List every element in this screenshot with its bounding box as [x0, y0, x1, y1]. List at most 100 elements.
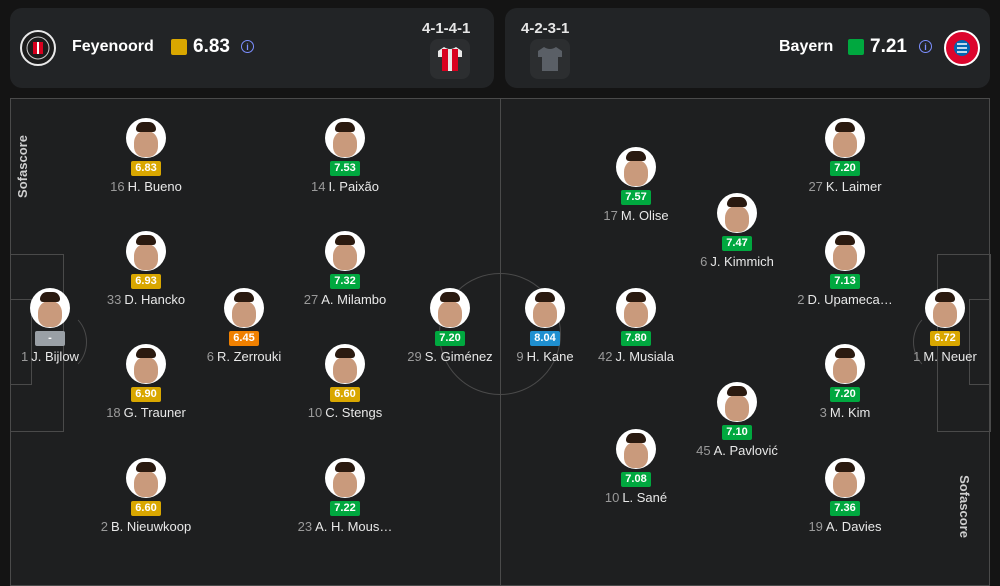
- player-face: [134, 357, 158, 383]
- player-avatar: [325, 458, 365, 498]
- player-rating: 7.20: [435, 331, 465, 346]
- player-rating: 7.80: [621, 331, 651, 346]
- player-name: D. Upameca…: [807, 292, 893, 307]
- player-avatar: [224, 288, 264, 328]
- player-avatar: [717, 382, 757, 422]
- player-avatar: [30, 288, 70, 328]
- player-rating: 6.83: [131, 161, 161, 176]
- player-number: 27: [303, 292, 319, 307]
- player-number: 19: [808, 519, 823, 534]
- player-avatar: [616, 429, 656, 469]
- home-kit-button[interactable]: [430, 39, 470, 79]
- player-face: [333, 244, 357, 270]
- player-face: [38, 301, 62, 327]
- player-name: A. Milambo: [321, 292, 387, 307]
- away-rating-chip: [848, 39, 864, 55]
- player-avatar: [325, 231, 365, 271]
- player-number: 9: [516, 349, 524, 364]
- player-hair: [335, 122, 355, 132]
- player-face: [624, 301, 648, 327]
- home-team-card[interactable]: Feyenoord 6.83 i 4-1-4-1: [10, 8, 494, 88]
- player-name: H. Kane: [526, 349, 574, 364]
- player-avatar: [616, 288, 656, 328]
- player-rating: 7.10: [722, 425, 752, 440]
- home-info-icon[interactable]: i: [241, 40, 254, 53]
- player-hair: [626, 433, 646, 443]
- sofascore-watermark-left: Sofascore: [14, 135, 30, 198]
- player-avatar: [126, 344, 166, 384]
- player-face: [833, 471, 857, 497]
- player-avatar: [325, 118, 365, 158]
- player-hair: [535, 292, 555, 302]
- player-name: M. Olise: [620, 208, 669, 223]
- home-penalty-arc: [31, 311, 87, 373]
- player-avatar: [925, 288, 965, 328]
- player-name: A. Davies: [825, 519, 882, 534]
- player-name: R. Zerrouki: [216, 349, 282, 364]
- player-name: C. Stengs: [325, 405, 383, 420]
- away-info-icon[interactable]: i: [919, 40, 932, 53]
- bayern-logo: [944, 30, 980, 66]
- player-hair: [335, 348, 355, 358]
- player-number: 17: [603, 208, 618, 223]
- player-hair: [335, 235, 355, 245]
- away-kit-button[interactable]: [530, 39, 570, 79]
- player-face: [333, 131, 357, 157]
- player-number: 29: [407, 349, 422, 364]
- player-name: M. Kim: [829, 405, 871, 420]
- player-number: 16: [110, 179, 125, 194]
- player-rating: 7.36: [830, 501, 860, 516]
- player-number: 23: [297, 519, 313, 534]
- player-face: [725, 206, 749, 232]
- player-rating: -: [35, 331, 65, 346]
- home-team-rating: 6.83: [193, 36, 230, 57]
- player-face: [933, 301, 957, 327]
- player-face: [333, 471, 357, 497]
- away-team-card[interactable]: 4-2-3-1 Bayern 7.21 i: [505, 8, 990, 88]
- player-number: 2: [100, 519, 108, 534]
- player-hair: [727, 197, 747, 207]
- player-name: A. H. Mous…: [315, 519, 393, 534]
- player-rating: 6.90: [131, 387, 161, 402]
- player-number: 6: [700, 254, 708, 269]
- away-penalty-arc: [913, 311, 969, 373]
- player-face: [533, 301, 557, 327]
- player-avatar: [126, 231, 166, 271]
- player-face: [134, 471, 158, 497]
- player-avatar: [430, 288, 470, 328]
- player-hair: [835, 235, 855, 245]
- player-hair: [835, 348, 855, 358]
